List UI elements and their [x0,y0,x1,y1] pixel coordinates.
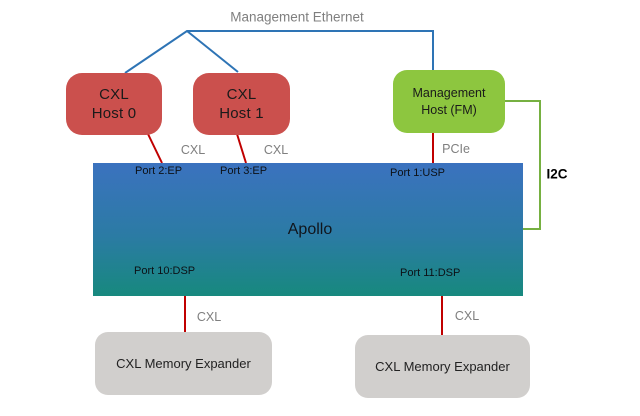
cxl-link-label-mem-right: CXL [454,309,480,323]
pcie-link-label: PCIe [442,142,470,156]
cxl-link-label-host0: CXL [180,143,206,157]
cxl-memory-expander-left-label: CXL Memory Expander [116,356,251,371]
management-host-node: Management Host (FM) [393,70,505,133]
port-1-usp-label: Port 1:USP [390,167,446,179]
management-host-line1: Management [412,85,486,100]
port-11-dsp-label: Port 11:DSP [400,267,461,279]
i2c-link-label: I2C [546,166,568,182]
cxl-memory-expander-left-node: CXL Memory Expander [95,332,272,395]
cxl-memory-expander-right-label: CXL Memory Expander [375,359,510,374]
cxl-host-0-node: CXL Host 0 [66,73,162,135]
cxl-memory-expander-right-node: CXL Memory Expander [355,335,530,398]
port-2-ep-label: Port 2:EP [135,165,183,177]
cxl-link-label-host1: CXL [263,143,289,157]
management-ethernet-line [124,30,434,74]
i2c-link-line [505,100,541,230]
management-ethernet-label: Management Ethernet [230,9,364,25]
port-10-dsp-label: Port 10:DSP [134,265,196,277]
cxl-host-1-line1: CXL [226,85,257,103]
cxl-host-0-line2: Host 0 [91,105,137,122]
apollo-switch-node [93,163,523,296]
port-3-ep-label: Port 3:EP [220,165,268,177]
cxl-host1-link-line [236,133,247,164]
cxl-link-label-mem-left: CXL [196,310,222,324]
cxl-host-0-line1: CXL [99,85,129,103]
cxl-host-1-node: CXL Host 1 [193,73,290,135]
management-host-line2: Host (FM) [421,102,477,117]
cxl-host0-link-line [147,133,163,164]
apollo-label: Apollo [287,221,333,238]
cxl-host-1-line2: Host 1 [219,105,264,122]
